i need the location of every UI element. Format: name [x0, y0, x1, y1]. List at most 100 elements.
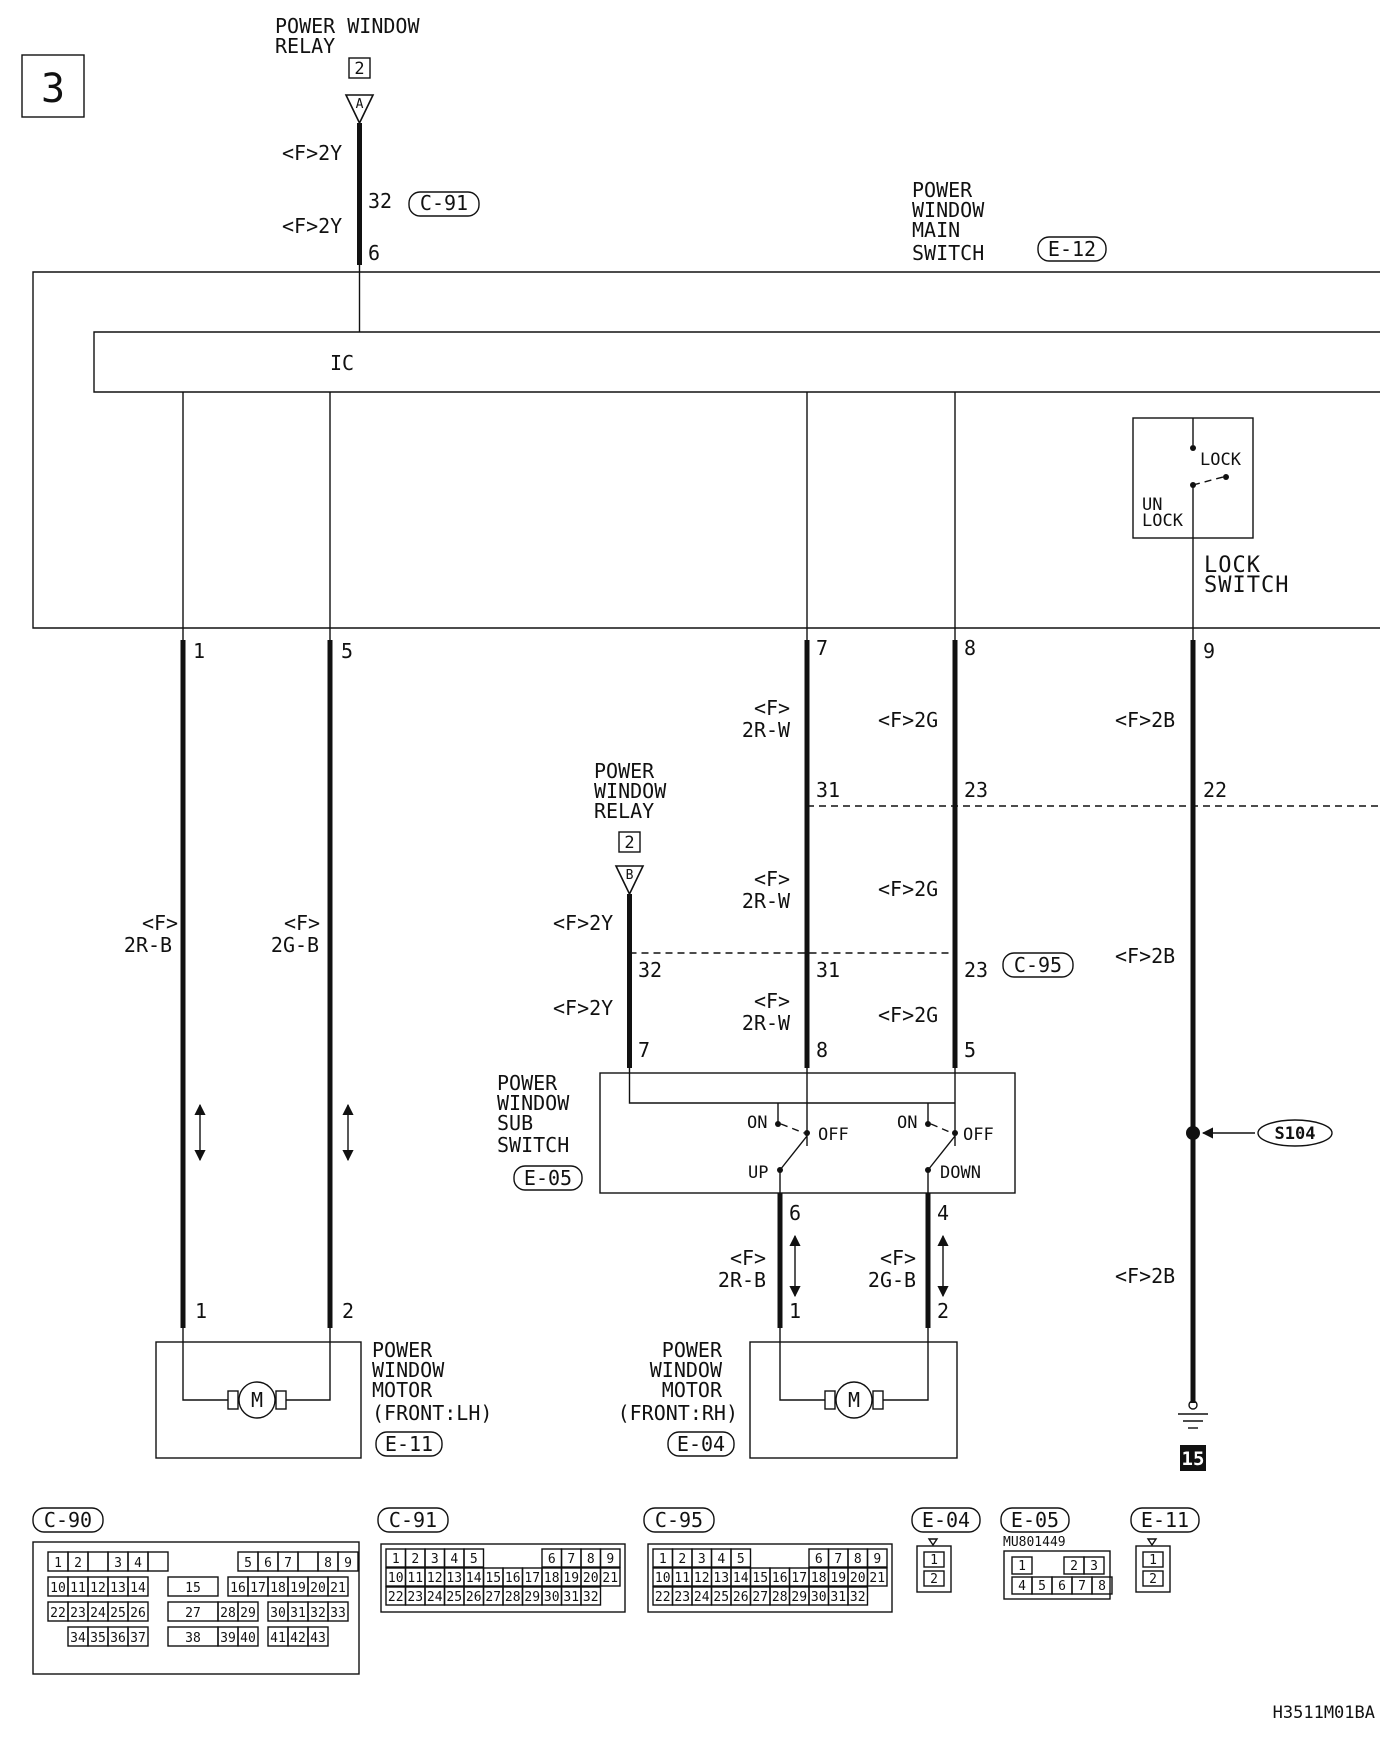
connector-view-e05: E-05 MU801449 — [1000, 1507, 1111, 1600]
connector-pin-label: 8 — [1098, 1579, 1106, 1594]
svg-text:E-11: E-11 — [1141, 1508, 1189, 1532]
power-window-relay-a: POWER WINDOW RELAY 2 A — [275, 14, 420, 125]
connector-pin — [127, 1601, 149, 1622]
connector-pin-label: 16 — [230, 1581, 246, 1596]
svg-text:LOCK: LOCK — [1200, 450, 1242, 470]
svg-text:SUB: SUB — [497, 1111, 533, 1135]
wire-label-2r-w-2: <F> 2R-W — [742, 867, 791, 913]
motor-lh-pin-2: 2 — [342, 1299, 354, 1323]
wire-label-2r-b-rh: <F> 2R-B — [718, 1246, 766, 1292]
svg-text:WINDOW: WINDOW — [650, 1358, 723, 1382]
connector-pin — [127, 1576, 149, 1597]
connector-pin — [127, 1626, 149, 1647]
connector-pin-label: 6 — [815, 1552, 823, 1567]
power-window-motor-lh: M POWER WINDOW MOTOR (FRONT:LH) E-11 — [155, 1328, 492, 1459]
connector-pin-label: 1 — [54, 1556, 62, 1571]
svg-text:WINDOW: WINDOW — [912, 198, 985, 222]
connector-pin-label: 7 — [567, 1552, 575, 1567]
svg-text:M: M — [848, 1388, 860, 1412]
svg-text:E-12: E-12 — [1048, 237, 1096, 261]
connector-pin-label: 10 — [50, 1581, 66, 1596]
connector-pin-label: 17 — [791, 1571, 807, 1586]
connector-pin-label: 24 — [694, 1590, 710, 1605]
connector-pin-label: 32 — [850, 1590, 866, 1605]
connector-pin — [866, 1567, 888, 1587]
svg-text:<F>: <F> — [284, 911, 320, 935]
connector-pin-label: 28 — [505, 1590, 521, 1605]
connector-pin-label: 29 — [791, 1590, 807, 1605]
svg-text:E-04: E-04 — [677, 1432, 725, 1456]
wire-label-2b-2: <F>2B — [1115, 944, 1175, 968]
connector-view-c90: C-90 — [32, 1507, 360, 1675]
connector-pin-label: 7 — [284, 1556, 292, 1571]
connector-pin-label: 19 — [290, 1581, 306, 1596]
connector-pin-label: 12 — [427, 1571, 443, 1586]
connector-pin-label: 8 — [324, 1556, 332, 1571]
connector-pin-label: 26 — [733, 1590, 749, 1605]
pin-9: 9 — [1203, 639, 1215, 663]
wire-label-f2y-2: <F>2Y — [282, 214, 342, 238]
wire-label-f2y-1: <F>2Y — [282, 141, 342, 165]
connector-pin-label: 1 — [392, 1552, 400, 1567]
power-window-main-switch: POWER WINDOW MAIN SWITCH E-12 IC — [32, 178, 1380, 629]
connector-pin-label: 15 — [752, 1571, 768, 1586]
connector-pin-label: 16 — [772, 1571, 788, 1586]
connector-pin-label: 27 — [752, 1590, 768, 1605]
splice-s104: S104 — [1257, 1119, 1333, 1147]
sub-pin-6: 6 — [789, 1201, 801, 1225]
connector-pin — [307, 1626, 329, 1647]
connector-pin — [599, 1567, 621, 1587]
connector-pin-label: 8 — [587, 1552, 595, 1567]
connector-pin — [730, 1548, 752, 1568]
connector-pin-label: 32 — [310, 1606, 326, 1621]
connector-pin-label: 36 — [110, 1631, 126, 1646]
connector-pin-label: 21 — [330, 1581, 346, 1596]
connector-pin-label: 18 — [544, 1571, 560, 1586]
svg-text:2R-B: 2R-B — [718, 1268, 766, 1292]
pin-8: 8 — [964, 636, 976, 660]
svg-text:2: 2 — [624, 833, 634, 853]
wire-label-2g-3: <F>2G — [878, 1003, 938, 1027]
svg-text:POWER: POWER — [912, 178, 973, 202]
connector-pin-label: 5 — [244, 1556, 252, 1571]
svg-text:S104: S104 — [1275, 1124, 1316, 1144]
connector-pin-label: 26 — [466, 1590, 482, 1605]
ic-label: IC — [330, 351, 354, 375]
connector-pin — [87, 1551, 109, 1572]
connector-pin-label: 34 — [70, 1631, 86, 1646]
connector-pin-label: 14 — [733, 1571, 749, 1586]
connector-pin-label: 31 — [290, 1606, 306, 1621]
svg-text:2R-W: 2R-W — [742, 889, 791, 913]
connector-pin-label: 14 — [466, 1571, 482, 1586]
svg-text:1: 1 — [1149, 1553, 1157, 1568]
pin-1: 1 — [193, 639, 205, 663]
connector-pin-label: 23 — [407, 1590, 423, 1605]
svg-text:POWER: POWER — [594, 759, 655, 783]
svg-text:MAIN: MAIN — [912, 218, 960, 242]
pin-22: 22 — [1203, 778, 1227, 802]
svg-text:WINDOW: WINDOW — [497, 1091, 570, 1115]
svg-text:UN: UN — [1142, 495, 1162, 515]
connector-pin-label: 40 — [240, 1631, 256, 1646]
connector-pin-label: 5 — [470, 1552, 478, 1567]
connector-pin-label: 11 — [674, 1571, 690, 1586]
sub-pin-8: 8 — [816, 1038, 828, 1062]
connector-pin-label: 14 — [130, 1581, 146, 1596]
svg-text:DOWN: DOWN — [940, 1163, 981, 1183]
svg-text:LOCK: LOCK — [1142, 511, 1184, 531]
connector-pin — [1011, 1556, 1033, 1575]
connector-pin — [1091, 1576, 1113, 1595]
svg-text:MOTOR: MOTOR — [372, 1378, 433, 1402]
sub-pin-7: 7 — [638, 1038, 650, 1062]
svg-text:2R-W: 2R-W — [742, 1011, 791, 1035]
svg-text:3: 3 — [41, 66, 65, 112]
svg-text:2: 2 — [354, 59, 364, 79]
connector-pin-label: 21 — [602, 1571, 618, 1586]
connector-pin-label: 32 — [583, 1590, 599, 1605]
wire-label-f2y-3: <F>2Y — [553, 911, 613, 935]
connector-pin-label: 18 — [811, 1571, 827, 1586]
svg-text:RELAY: RELAY — [594, 799, 654, 823]
